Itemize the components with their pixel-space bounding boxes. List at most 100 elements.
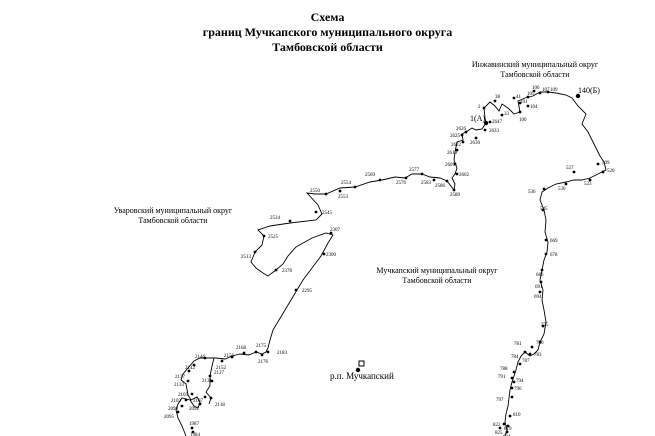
town-symbol-icon: [355, 360, 365, 373]
boundary-point-label: 523: [584, 182, 592, 187]
boundary-point-label: 794: [516, 379, 524, 384]
boundary-point-marker: [474, 136, 478, 140]
boundary-point-marker: [230, 355, 234, 359]
region-muchkap-name: Мучкапский муниципальный округ: [376, 266, 498, 275]
boundary-point-label: 107: [542, 88, 550, 93]
boundary-point-marker: [254, 350, 258, 354]
boundary-point-label: 109: [550, 88, 558, 93]
boundary-point-label: 780: [536, 341, 544, 346]
boundary-point-marker: [203, 395, 207, 399]
boundary-point-marker: [544, 252, 548, 256]
boundary-point-label: 530: [558, 187, 566, 192]
boundary-point-label: 2098: [168, 407, 179, 412]
boundary-point-label: 2127: [214, 371, 225, 376]
boundary-point-marker: [210, 379, 214, 383]
boundary-point-label: 2092: [189, 407, 200, 412]
boundary-point-label: 2295: [302, 289, 313, 294]
boundary-point-label: 527: [566, 166, 574, 171]
boundary-point-label: 2625: [450, 134, 461, 139]
boundary-point-label: 783: [534, 353, 542, 358]
boundary-point-marker: [532, 89, 536, 93]
boundary-point-label: 2550: [310, 189, 321, 194]
boundary-point-label: 2633: [489, 129, 500, 134]
boundary-point-marker: [453, 162, 457, 166]
boundary-point-marker: [445, 179, 449, 183]
boundary-point-marker: [493, 99, 497, 103]
boundary-point-marker: [488, 120, 492, 124]
boundary-point-marker: [338, 189, 342, 193]
boundary-point-marker: [564, 182, 568, 186]
boundary-point-marker: [498, 426, 502, 430]
boundary-point-label: 819: [504, 427, 512, 432]
boundary-point-marker: [502, 422, 506, 426]
boundary-line-west: [175, 97, 526, 436]
boundary-point-marker: [420, 172, 424, 176]
boundary-point-label: 2586: [435, 184, 446, 189]
boundary-point-label: 2175: [256, 344, 267, 349]
boundary-point-marker: [530, 345, 534, 349]
boundary-point-label: 106: [532, 86, 540, 91]
boundary-point-label: 2605: [445, 163, 456, 168]
boundary-point-label: 686: [536, 273, 544, 278]
boundary-point-label: 2183: [277, 351, 288, 356]
boundary-point-marker: [180, 404, 184, 408]
boundary-point-label: 2: [478, 105, 481, 110]
boundary-point-label: 2569: [365, 173, 376, 178]
boundary-point-marker: [540, 268, 544, 272]
boundary-point-marker: [432, 178, 436, 182]
boundary-point-label: 100: [519, 118, 527, 123]
boundary-point-label: 2102: [171, 399, 182, 404]
boundary-point-label: 2619: [447, 151, 458, 156]
boundary-point-label: 2168: [236, 346, 247, 351]
boundary-point-marker: [176, 410, 180, 414]
boundary-point-label: 101: [520, 100, 528, 105]
boundary-point-label: 2622: [451, 143, 462, 148]
boundary-point-label: 33: [504, 112, 510, 117]
boundary-point-marker: [190, 426, 194, 430]
boundary-point-label: 2107: [193, 399, 204, 404]
boundary-point-marker: [483, 128, 487, 132]
boundary-point-label: 2553: [338, 195, 349, 200]
boundary-point-label: 2176: [258, 360, 269, 365]
boundary-point-label: 545: [540, 207, 548, 212]
boundary-point-marker: [220, 359, 224, 363]
boundary-point-marker: [187, 369, 191, 373]
boundary-point-marker: [596, 162, 600, 166]
boundary-point-marker: [324, 192, 328, 196]
region-muchkap-oblast: Тамбовской области: [402, 276, 472, 285]
boundary-point-label: 2554: [341, 181, 352, 186]
region-uvarovo-name: Уваровский муниципальный округ: [113, 206, 233, 215]
boundary-point-marker: [541, 208, 545, 212]
boundary-point-label: 2577: [409, 168, 420, 173]
boundary-point-marker: [546, 90, 550, 94]
boundary-point-marker: [528, 352, 532, 356]
boundary-point-label: 2647: [492, 120, 503, 125]
boundary-point-marker: [208, 374, 212, 378]
boundary-point-marker: [288, 219, 292, 223]
boundary-point-marker: [588, 178, 592, 182]
boundary-point-marker: [378, 178, 382, 182]
boundary-point-label: 781: [514, 342, 522, 347]
boundary-point-marker: [404, 176, 408, 180]
boundary-point-label: 669: [550, 239, 558, 244]
boundary-point-marker: [294, 288, 298, 292]
region-uvarovo-oblast: Тамбовской области: [138, 216, 208, 225]
town-label: р.п. Мучкапский: [330, 371, 394, 381]
boundary-point-label: 2105: [178, 393, 189, 398]
boundary-point-marker: [455, 148, 459, 152]
boundary-point-label: 775: [541, 323, 549, 328]
boundary-point-marker: [482, 106, 486, 110]
boundary-point-label: 796: [514, 387, 522, 392]
boundary-point-marker: [190, 392, 194, 396]
boundary-point-label: 2630: [470, 141, 481, 146]
boundary-point-label: 2133: [174, 383, 185, 388]
boundary-point-marker: [452, 188, 456, 192]
boundary-point-label: 41: [516, 95, 522, 100]
boundary-point-label: 2602: [459, 173, 470, 178]
boundary-point-marker: [322, 252, 326, 256]
boundary-point-marker: [464, 130, 468, 134]
boundary-point-marker: [542, 187, 546, 191]
boundary-point-label: 810: [513, 413, 521, 418]
region-label-muchkap: Мучкапский муниципальный округ Тамбовско…: [362, 266, 512, 286]
boundary-point-label: 2378: [282, 269, 293, 274]
